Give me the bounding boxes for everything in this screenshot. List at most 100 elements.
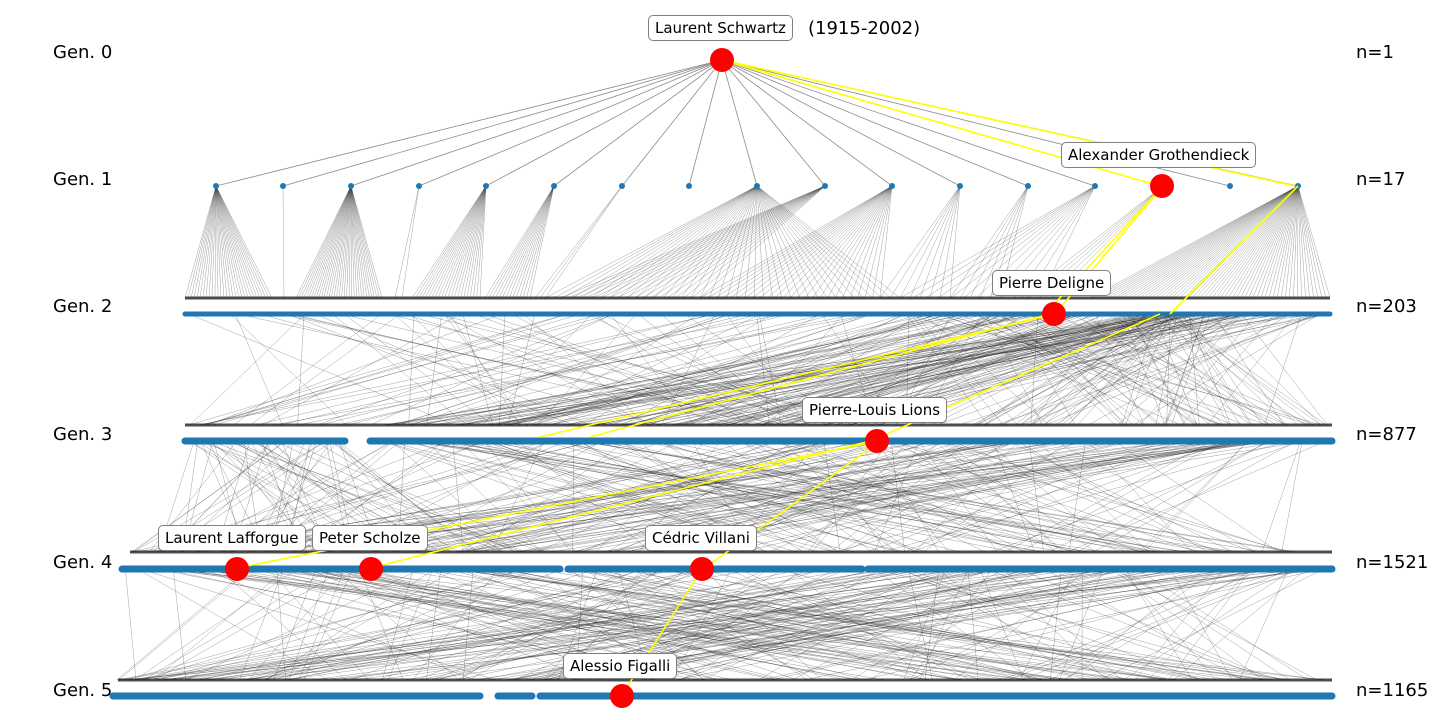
edge-gen1-gen2	[834, 185, 893, 299]
edge-gen4-gen5	[405, 568, 1000, 681]
edge-gen1-gen2	[522, 185, 555, 299]
edge-gen1-gen2	[515, 185, 555, 299]
edge-gen2-gen3	[237, 313, 743, 426]
edge-gen1-gen2	[350, 185, 380, 299]
edge-gen1-gen2	[626, 185, 758, 299]
edge-gen4-gen5	[1173, 568, 1307, 681]
gen1-node	[686, 183, 692, 189]
edge-gen1-gen2	[401, 185, 420, 299]
edge-gen1-gen2	[215, 185, 222, 299]
edge-gen3-gen4	[475, 440, 626, 553]
edge-gen2-gen3	[672, 313, 1151, 426]
edge-gen2-gen3	[958, 313, 1223, 426]
edge-root-gen1	[485, 59, 723, 187]
edge-gen2-gen3	[280, 313, 750, 426]
gen-label-0: Gen. 0	[53, 42, 113, 63]
edge-gen1-gen2	[215, 185, 249, 299]
edge-gen1-gen2	[303, 185, 352, 299]
edge-gen2-gen3	[1061, 313, 1202, 426]
edge-gen2-gen3	[437, 313, 873, 426]
edge-gen1-gen2	[512, 185, 555, 299]
edge-gen2-gen3	[440, 313, 1173, 426]
edge-gen4-gen5	[358, 568, 920, 681]
edge-gen1-gen2	[722, 185, 893, 299]
gen1-node	[754, 183, 760, 189]
edge-gen4-gen5	[701, 568, 1131, 681]
edge-gen1-gen2	[1281, 185, 1299, 299]
edge-gen2-gen3	[943, 313, 1312, 426]
edge-gen2-gen3	[973, 313, 1234, 426]
edge-gen3-gen4	[517, 440, 652, 553]
edge-gen1-gen2	[418, 185, 487, 299]
edge-gen3-gen4	[456, 440, 1249, 553]
edge-gen3-gen4	[684, 440, 1156, 553]
edge-gen1-gen2	[460, 185, 487, 299]
edge-gen4-gen5	[937, 568, 1075, 681]
edge-gen1-gen2	[699, 185, 758, 299]
edge-gen1-gen2	[745, 185, 758, 299]
edge-gen1-gen2	[214, 185, 217, 299]
edge-gen1-gen2	[476, 185, 487, 299]
edge-gen1-gen2	[1289, 185, 1299, 299]
edge-gen2-gen3	[610, 313, 695, 426]
edge-gen1-gen2	[215, 185, 231, 299]
edge-gen1-gen2	[1297, 185, 1310, 299]
edge-gen2-gen3	[1187, 313, 1231, 426]
edge-gen1-gen2	[759, 185, 893, 299]
edge-gen1-gen2	[1297, 185, 1327, 299]
edge-root-gen1	[418, 59, 723, 187]
gen-count-1: n=17	[1356, 169, 1406, 190]
edge-gen4-gen5	[432, 568, 704, 681]
edge-gen4-gen5	[1063, 568, 1253, 681]
edge-gen1-gen2	[1142, 185, 1299, 299]
edge-gen2-gen3	[972, 313, 1176, 426]
edge-gen3-gen4	[407, 440, 1147, 553]
edge-gen2-gen3	[1117, 313, 1239, 426]
edge-gen3-gen4	[1281, 440, 1303, 553]
edge-gen3-gen4	[1139, 440, 1248, 553]
edge-gen4-gen5	[153, 568, 346, 681]
edge-gen2-gen3	[931, 313, 1159, 426]
edge-gen1-gen2	[938, 185, 1096, 299]
edge-gen3-gen4	[735, 440, 1073, 553]
edge-gen2-gen3	[455, 313, 871, 426]
edge-gen2-gen3	[1125, 313, 1170, 426]
edge-gen1-gen2	[215, 185, 270, 299]
edge-gen1-gen2	[752, 185, 893, 299]
edge-gen3-gen4	[459, 440, 577, 553]
edge-gen1-gen2	[1154, 185, 1299, 299]
edge-gen1-gen2	[411, 185, 487, 299]
edge-gen1-gen2	[534, 185, 623, 299]
edge-gen1-gen2	[1264, 185, 1299, 299]
edge-gen1-gen2	[215, 185, 252, 299]
edge-gen2-gen3	[672, 313, 1253, 426]
edge-gen4-gen5	[468, 568, 663, 681]
edge-gen1-gen2	[658, 185, 826, 299]
edge-gen1-gen2	[450, 185, 487, 299]
edge-gen1-gen2	[184, 185, 217, 299]
edge-gen1-gen2	[336, 185, 352, 299]
edge-gen2-gen3	[482, 313, 593, 426]
edges-gen0-gen1	[215, 59, 1299, 187]
edge-gen1-gen2	[1098, 185, 1299, 299]
edge-gen4-gen5	[761, 568, 1261, 681]
edge-gen4-gen5	[185, 568, 422, 681]
edge-gen1-gen2	[350, 185, 357, 299]
edge-gen4-gen5	[263, 568, 919, 681]
edge-gen1-gen2	[1195, 185, 1299, 299]
edge-gen4-gen5	[311, 568, 1128, 681]
edge-gen4-gen5	[125, 568, 137, 681]
edge-gen2-gen3	[317, 313, 615, 426]
edge-gen1-gen2	[323, 185, 352, 299]
edge-gen1-gen2	[756, 185, 819, 299]
person-label-villani: Cédric Villani	[645, 525, 757, 551]
edge-gen2-gen3	[1179, 313, 1298, 426]
edge-gen1-gen2	[509, 185, 555, 299]
edge-gen2-gen3	[1019, 313, 1193, 426]
edge-gen2-gen3	[535, 313, 1166, 426]
edge-gen1-gen2	[1252, 185, 1299, 299]
edge-gen4-gen5	[237, 568, 1284, 681]
edge-gen4-gen5	[417, 568, 692, 681]
edge-gen3-gen4	[249, 440, 319, 553]
edge-gen4-gen5	[570, 568, 1231, 681]
